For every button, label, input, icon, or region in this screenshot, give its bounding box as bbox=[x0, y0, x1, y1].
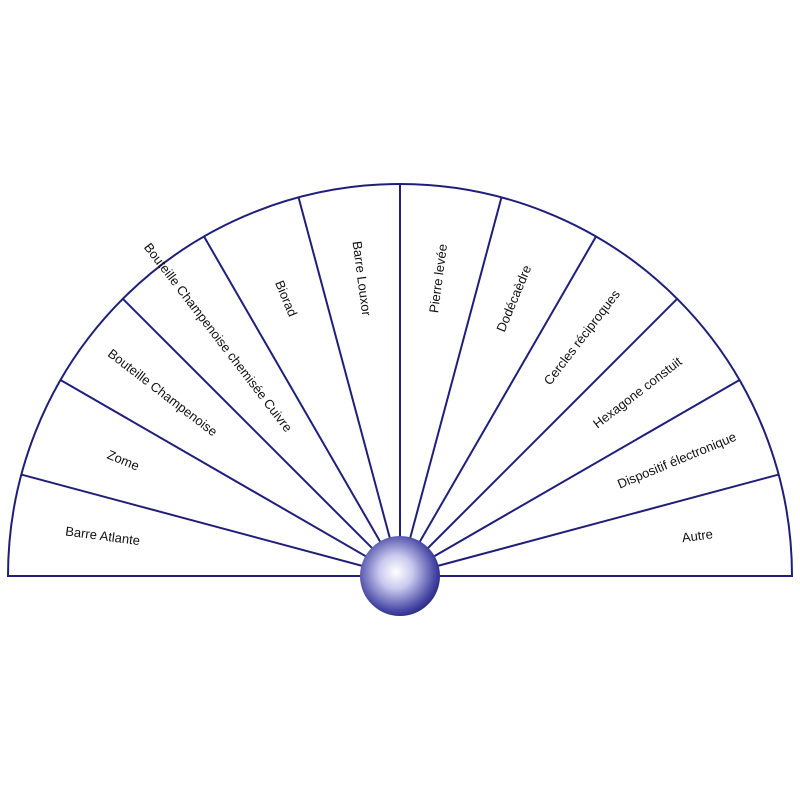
sector-label: Biorad bbox=[272, 278, 300, 318]
sector-label: Autre bbox=[681, 526, 714, 545]
sector-divider bbox=[399, 379, 740, 577]
sector-divider bbox=[399, 298, 678, 577]
sector-labels: Barre Atlante Zome Bouteille ChampenoiseBo… bbox=[64, 240, 738, 548]
sector-divider bbox=[60, 379, 401, 577]
sector-divider bbox=[399, 197, 503, 577]
sector-divider bbox=[399, 236, 597, 577]
sector-divider bbox=[297, 197, 401, 577]
sector-dividers bbox=[21, 184, 779, 577]
pendulum-hub bbox=[360, 536, 440, 616]
sector-label: Pierre levée bbox=[426, 243, 450, 314]
sector-divider bbox=[21, 473, 401, 577]
sector-label: Bouteille Champenoise chemisée Cuivre bbox=[141, 240, 295, 435]
sector-label: Bouteille Champenoise bbox=[105, 346, 220, 439]
sector-label: Dodécaèdre bbox=[493, 263, 534, 334]
sector-label: Dispositif électronique bbox=[615, 429, 738, 492]
sector-divider bbox=[399, 473, 779, 577]
sector-label: Zome bbox=[105, 447, 141, 474]
sector-divider bbox=[203, 236, 401, 577]
sector-divider bbox=[122, 298, 401, 577]
sector-label: Barre Atlante bbox=[64, 523, 140, 548]
sector-label: Barre Louxor bbox=[350, 240, 375, 317]
semicircle-arc bbox=[6, 183, 794, 577]
semicircle-outline bbox=[6, 183, 794, 577]
sector-label: Cercles réciproques bbox=[541, 287, 624, 388]
